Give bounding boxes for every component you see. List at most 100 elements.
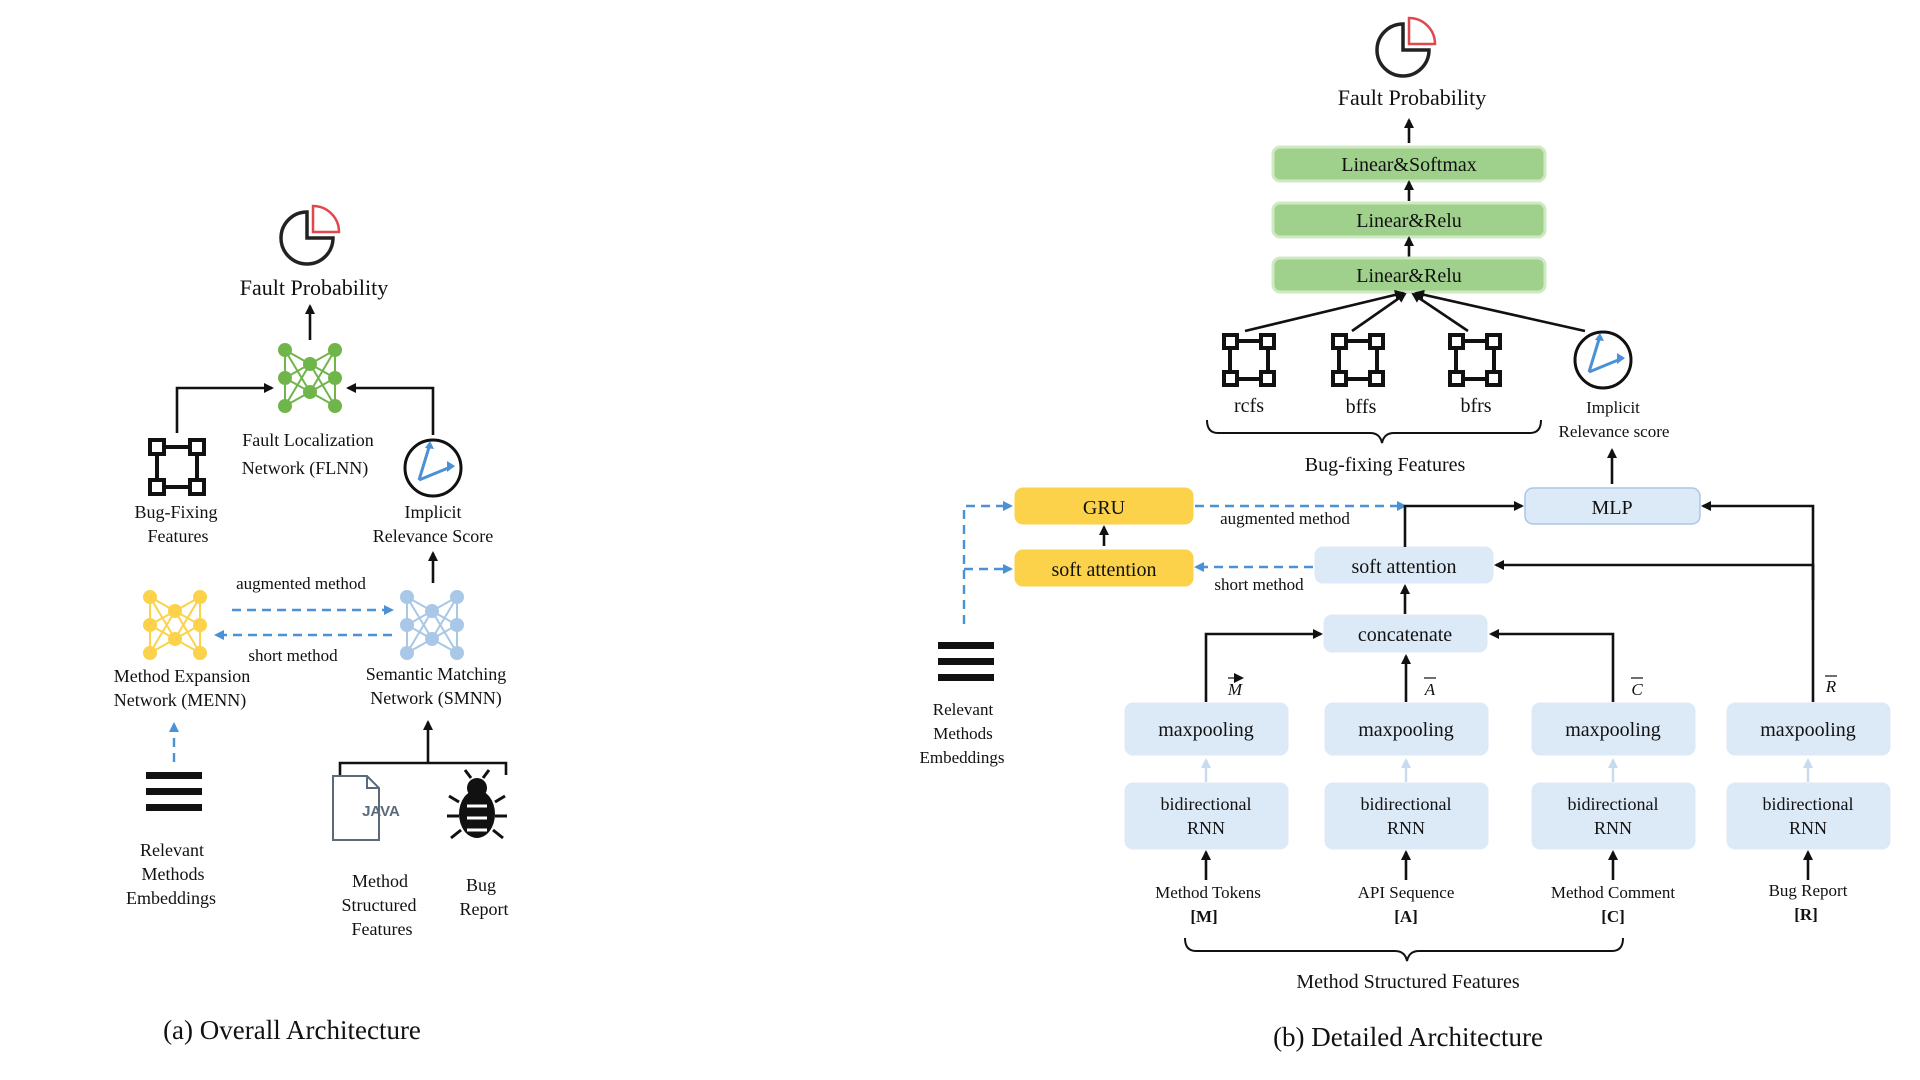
input-c-line1: Method Comment <box>1551 883 1675 902</box>
mlp-layer <box>1524 487 1701 525</box>
vector-a-label: A <box>1424 677 1436 699</box>
bffs-label: bffs <box>1346 396 1377 418</box>
relevant-methods-line3: Embeddings <box>126 888 216 908</box>
rnn-c-line2: RNN <box>1594 818 1632 838</box>
feature-grid-icon <box>1222 333 1276 387</box>
svg-text:M: M <box>1227 680 1243 699</box>
feature-grid-icon <box>148 438 206 496</box>
rnn-m-line1: bidirectional <box>1161 794 1252 814</box>
feature-grid-icon <box>1448 333 1502 387</box>
input-r-line2: [R] <box>1794 905 1818 924</box>
linear-relu-label-1: Linear&Relu <box>1356 210 1462 232</box>
bug-fixing-label-line2: Features <box>148 526 209 546</box>
rcfs-label: rcfs <box>1234 395 1264 417</box>
soft-attention-blue-label: soft attention <box>1352 556 1457 578</box>
pie-chart-icon <box>279 204 341 266</box>
implicit-relevance-line1: Implicit <box>1586 398 1640 417</box>
implicit-label-line1: Implicit <box>405 502 462 522</box>
relevant-methods-line3: Embeddings <box>920 748 1005 767</box>
menu-lines-icon <box>146 772 202 811</box>
linear-softmax-label: Linear&Softmax <box>1341 154 1477 176</box>
maxpooling-m-label: maxpooling <box>1158 719 1254 741</box>
method-structured-brace <box>1184 937 1624 962</box>
bfrs-label: bfrs <box>1460 395 1491 417</box>
rnn-c-line1: bidirectional <box>1568 794 1659 814</box>
maxpooling-a-label: maxpooling <box>1358 719 1454 741</box>
flnn-label-line2: Network (FLNN) <box>242 458 368 479</box>
maxpooling-m <box>1124 702 1289 756</box>
rnn-m <box>1124 782 1289 850</box>
input-m-line2: [M] <box>1190 907 1217 926</box>
maxpooling-r-label: maxpooling <box>1760 719 1856 741</box>
pie-chart-icon <box>1375 16 1437 78</box>
maxpooling-c-label: maxpooling <box>1565 719 1661 741</box>
soft-attention-yellow-label: soft attention <box>1052 559 1157 581</box>
mlp-label: MLP <box>1591 497 1632 519</box>
bug-fixing-label-line1: Bug-Fixing <box>134 502 217 522</box>
short-method-label: short method <box>248 646 338 665</box>
menn-label-line1: Method Expansion <box>114 666 251 686</box>
detailed-architecture-caption: (b) Detailed Architecture <box>1273 1022 1543 1052</box>
short-method-label: short method <box>1214 575 1304 594</box>
overall-architecture-panel: Fault Probability Fault Localization Net… <box>114 204 509 1045</box>
java-file-icon: JAVA <box>332 775 400 841</box>
linear-relu-layer-2 <box>1271 256 1547 294</box>
concatenate-layer <box>1323 614 1488 653</box>
relevant-methods-line1: Relevant <box>933 700 994 719</box>
smnn-label-line2: Network (SMNN) <box>370 688 501 709</box>
smnn-label-line1: Semantic Matching <box>366 664 506 684</box>
gauge-icon <box>1573 330 1633 390</box>
flnn-label-line1: Fault Localization <box>242 430 373 450</box>
svg-text:R: R <box>1825 677 1837 696</box>
input-a-line1: API Sequence <box>1358 883 1455 902</box>
maxpooling-r <box>1726 702 1891 756</box>
rnn-a-line1: bidirectional <box>1361 794 1452 814</box>
menn-label-line2: Network (MENN) <box>114 690 246 711</box>
bug-report-line2: Report <box>460 899 509 919</box>
neural-network-icon <box>143 590 207 660</box>
rnn-r <box>1726 782 1891 850</box>
fault-probability-label: Fault Probability <box>240 275 389 300</box>
bug-fixing-brace <box>1206 419 1542 444</box>
java-file-label: JAVA <box>362 803 400 820</box>
rnn-c <box>1531 782 1696 850</box>
relevant-methods-line2: Methods <box>142 864 205 884</box>
input-c-line2: [C] <box>1601 907 1625 926</box>
implicit-relevance-line2: Relevance score <box>1559 422 1670 441</box>
neural-network-icon <box>400 590 464 660</box>
feature-grid-icon <box>1331 333 1385 387</box>
overall-architecture-caption: (a) Overall Architecture <box>163 1015 421 1045</box>
detailed-architecture-panel: Fault Probability Linear&Softmax Linear&… <box>920 16 1891 1052</box>
soft-attention-yellow <box>1014 549 1194 587</box>
implicit-label-line2: Relevance Score <box>373 526 493 546</box>
input-r-line1: Bug Report <box>1769 881 1848 900</box>
method-structured-features-label: Method Structured Features <box>1296 971 1519 993</box>
svg-text:A: A <box>1424 680 1436 699</box>
method-features-line2: Structured <box>342 895 417 915</box>
neural-network-icon <box>278 343 342 413</box>
maxpooling-a <box>1324 702 1489 756</box>
relevant-methods-line1: Relevant <box>140 840 204 860</box>
maxpooling-c <box>1531 702 1696 756</box>
bug-report-line1: Bug <box>466 875 496 895</box>
gru-layer <box>1014 487 1194 525</box>
rnn-r-line2: RNN <box>1789 818 1827 838</box>
vector-c-label: C <box>1631 677 1643 699</box>
gauge-icon <box>403 438 463 498</box>
method-features-line3: Features <box>352 919 413 939</box>
menu-lines-icon <box>938 642 994 681</box>
augmented-method-label: augmented method <box>1220 509 1350 528</box>
vector-r-label: R <box>1825 675 1837 696</box>
rnn-m-line2: RNN <box>1187 818 1225 838</box>
rnn-a-line2: RNN <box>1387 818 1425 838</box>
input-a-line2: [A] <box>1394 907 1418 926</box>
method-features-line1: Method <box>352 871 408 891</box>
linear-relu-label-2: Linear&Relu <box>1356 265 1462 287</box>
input-m-line1: Method Tokens <box>1155 883 1261 902</box>
gru-label: GRU <box>1083 497 1126 519</box>
relevant-methods-line2: Methods <box>933 724 993 743</box>
vector-m-label: M <box>1227 673 1244 699</box>
svg-text:C: C <box>1631 680 1643 699</box>
bug-fixing-features-label: Bug-fixing Features <box>1305 454 1466 476</box>
